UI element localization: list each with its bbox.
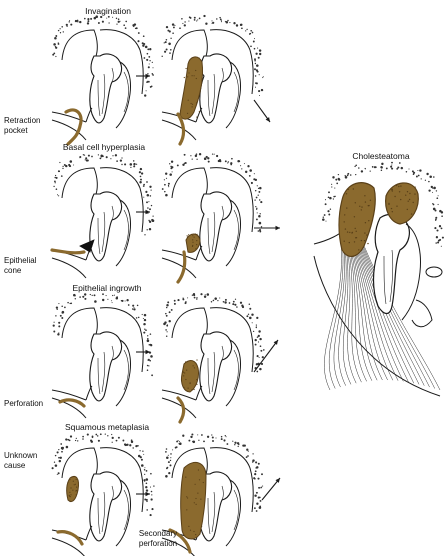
lesion-mass [180, 57, 203, 119]
label-unknown-cause: Unknown cause [4, 451, 37, 471]
title-cholesteatoma: Cholesteatoma [336, 151, 426, 161]
retraction-pocket-mark [66, 110, 81, 144]
cholesteatoma-mass-right [386, 183, 419, 224]
label-secondary-perforation: Secondary perforation [128, 529, 188, 549]
ear-basal-after [162, 153, 263, 282]
retraction-pocket-mark [58, 532, 82, 544]
retraction-pocket-mark [52, 250, 84, 253]
arrow-row2-out [254, 226, 280, 230]
arrow-row1-out [254, 100, 270, 122]
cholesteatoma-mass-left [339, 183, 375, 257]
title-basal-cell-hyperplasia: Basal cell hyperplasia [44, 142, 164, 152]
retraction-pocket-mark [178, 252, 185, 282]
ear-invagination-before [52, 15, 154, 144]
title-squamous-metaplasia: Squamous metaplasia [52, 422, 162, 432]
ossicle [374, 215, 410, 314]
arrow-row4-out [262, 478, 280, 500]
lesion-mass [67, 477, 79, 502]
retraction-pocket-mark [60, 400, 84, 406]
ear-invagination-after [161, 15, 263, 144]
label-epithelial-cone: Epithelial cone [4, 256, 36, 276]
ear-basal-before [52, 154, 154, 278]
label-perforation: Perforation [4, 399, 43, 409]
label-retraction-pocket: Retraction pocket [4, 116, 40, 136]
title-epithelial-ingrowth: Epithelial ingrowth [52, 283, 162, 293]
stapes-footplate [426, 267, 442, 277]
cholesteatoma-ear [314, 162, 444, 396]
ear-ingrowth-before [52, 293, 153, 418]
ear-ingrowth-after [162, 293, 265, 422]
title-invagination: Invagination [68, 6, 148, 16]
retraction-pocket-mark [178, 398, 184, 422]
